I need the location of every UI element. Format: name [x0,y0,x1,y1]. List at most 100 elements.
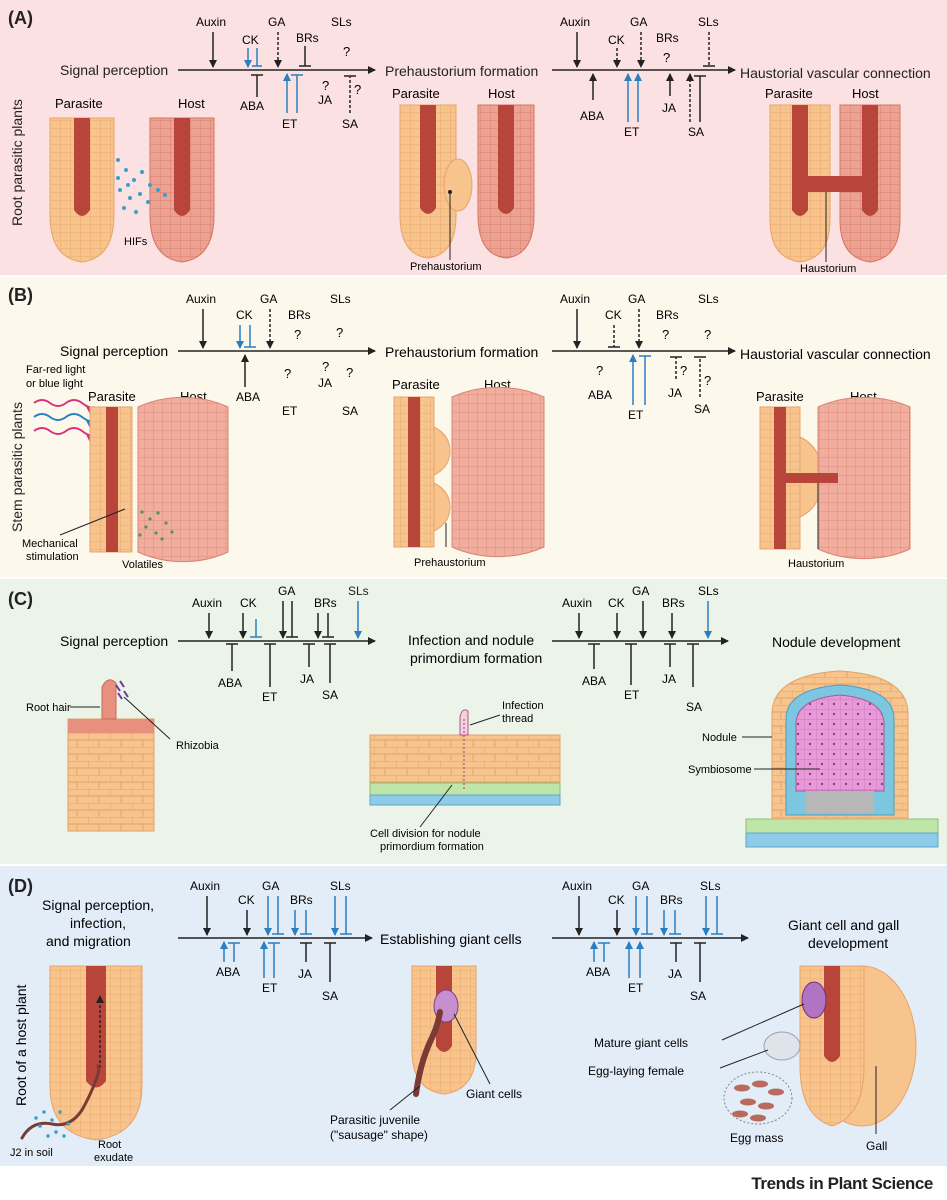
b-hormone-ck-2: CK [605,308,622,322]
d-j2-worm [20,1064,101,1140]
panel-b-stage-3: Haustorial vascular connection [740,346,931,362]
b-hormone-et: ET [282,404,298,418]
parasite-label-2: Parasite [392,86,440,101]
c-rhizobia-label: Rhizobia [176,740,220,752]
sa-unknown: ? [354,82,361,97]
b-sls-unknown: ? [336,325,343,340]
b-haustorium-label: Haustorium [788,558,844,570]
b-parasite-label-1: Parasite [88,389,136,404]
b-prehaustorium-label: Prehaustorium [414,557,486,569]
d-hormone-brs: BRs [290,893,313,907]
c-hormone-sa-2: SA [686,700,702,714]
c-symbiosome-label: Symbiosome [688,764,752,776]
d-egg-mass-outline [723,1071,793,1125]
b-hormone-aba-2: ABA [588,388,612,402]
c-hormone-et-2: ET [624,688,640,702]
b-ja-unknown: ? [322,359,329,374]
mech-label-line1: Mechanical [22,538,78,550]
c-hormone-ga-2: GA [632,584,649,598]
hifs-label: HIFs [124,236,148,248]
d-hormone-ja: JA [298,967,312,981]
d-stage-3-line2: development [808,935,888,951]
c-infection-label-line2: thread [502,713,533,725]
c-hormone-ck-2: CK [608,596,625,610]
volatile-dots [138,510,174,541]
b-host-stem-1 [137,396,229,563]
c-infection-label-line1: Infection [502,700,544,712]
panel-c-stage-1: Signal perception [60,633,168,649]
d-egg-mass-label: Egg mass [730,1131,783,1145]
haustorium-bridge [806,176,864,192]
c-hormone-sls: SLs [348,584,369,598]
hormone-sls-2: SLs [698,15,719,29]
c-cell-div-label-line1: Cell division for nodule [370,828,481,840]
d-hormone-sls: SLs [330,879,351,893]
host-vascular-3 [862,105,878,216]
host-label-3: Host [852,86,879,101]
hormone-ga: GA [268,15,285,29]
d-mature-label: Mature giant cells [594,1036,688,1050]
c-hormone-auxin-2: Auxin [562,596,592,610]
panel-b-letter: (B) [8,285,33,305]
c-hormone-brs-2: BRs [662,596,685,610]
brs-unknown-2: ? [663,50,670,65]
c-hormone-ga: GA [278,584,295,598]
d-j2-label: J2 in soil [10,1147,53,1159]
b-parasite-vascular-2 [408,397,420,547]
c-nodule-meristem [806,791,874,813]
light-wave-2 [33,413,95,428]
c-infection-thread-hair [459,709,469,736]
haustorium-label: Haustorium [800,263,856,275]
d-hormone-auxin: Auxin [190,879,220,893]
panel-c-stage-2-line2: primordium formation [410,650,542,666]
panel-c-letter: (C) [8,589,33,609]
d-giant-cells-label: Giant cells [466,1087,522,1101]
panel-a: (A) Root parasitic plants Signal percept… [0,0,947,275]
parasite-vascular-1 [74,118,90,216]
b-hormone-ja: JA [318,376,332,390]
d-hormone-ck: CK [238,893,255,907]
d-hormone-sls-2: SLs [700,879,721,893]
c-root-surface [68,719,154,733]
ja-unknown: ? [322,78,329,93]
d-gall-label: Gall [866,1139,887,1153]
c-hormone-ck: CK [240,596,257,610]
panel-a-side-label: Root parasitic plants [9,99,25,226]
d-hormone-ja-2: JA [668,967,682,981]
b-hormone-auxin-2: Auxin [560,292,590,306]
c-hormone-auxin: Auxin [192,596,222,610]
b-hormone-sa-2: SA [694,402,710,416]
c-cortex-green [369,782,561,796]
b-hormone-et-2: ET [628,408,644,422]
d-female-label: Egg-laying female [588,1064,684,1078]
hormone-sa-2: SA [688,125,704,139]
hormone-aba: ABA [240,99,264,113]
panel-a-diagram: (A) Root parasitic plants Signal percept… [0,0,947,275]
panel-a-stage-3: Haustorial vascular connection [740,65,931,81]
d-mature-giant-cells [801,981,827,1019]
panel-b: (B) Stem parasitic plants Signal percept… [0,277,947,577]
c-root-epidermis [67,718,155,832]
b-sls-unknown-2: ? [704,327,711,342]
hormone-ck-2: CK [608,33,625,47]
parasite-vascular-3 [792,105,808,216]
c-cortex-blue [369,794,561,806]
c-hormone-et: ET [262,690,278,704]
panel-d: (D) Root of a host plant Signal percepti… [0,866,947,1166]
d-host-vascular-1 [86,966,106,1088]
hormone-et: ET [282,117,298,131]
prehaustorium-pointer-dot [448,190,452,194]
hormone-brs-2: BRs [656,31,679,45]
d-juvenile-label-line2: ("sausage" shape) [330,1128,428,1142]
hormone-auxin: Auxin [196,15,226,29]
panel-c: (C) Signal perception Infection and nodu… [0,579,947,864]
d-hormone-et: ET [262,981,278,995]
d-stage-2: Establishing giant cells [380,931,522,947]
journal-footer: Trends in Plant Science [751,1174,933,1193]
d-hormone-et-2: ET [628,981,644,995]
d-female-pointer [719,1049,769,1069]
hormone-aba-2: ABA [580,109,604,123]
b-parasite-vascular-3 [774,407,786,549]
panel-d-side-label: Root of a host plant [13,984,29,1106]
panel-a-stage-2: Prehaustorium formation [385,63,538,79]
